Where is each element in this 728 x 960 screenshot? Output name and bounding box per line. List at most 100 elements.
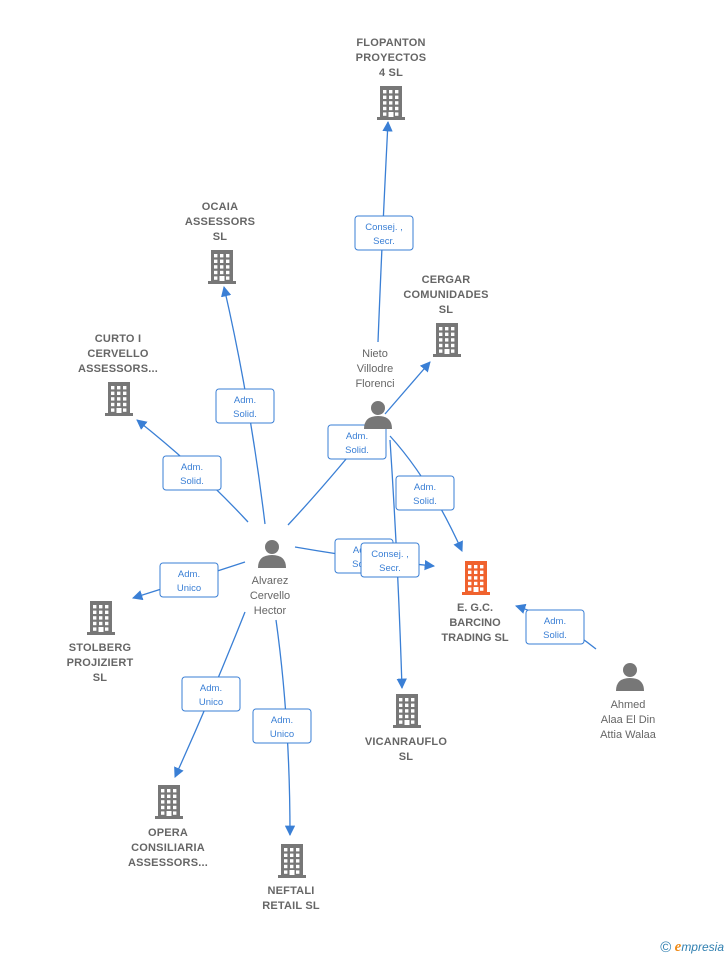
building-window xyxy=(214,254,218,258)
node-label-line: FLOPANTON xyxy=(356,37,425,49)
role-badge-alvarez-stolberg[interactable]: Adm.Unico xyxy=(159,562,219,598)
building-window xyxy=(468,587,472,591)
building-window xyxy=(383,101,387,105)
building-door xyxy=(473,587,479,592)
building-window xyxy=(111,386,115,390)
role-badge-alvarez-opera[interactable]: Adm.Unico xyxy=(181,676,241,712)
building-window xyxy=(99,610,103,614)
footer-brand[interactable]: © empresia xyxy=(660,939,724,956)
role-badge-text: Adm. xyxy=(271,715,293,726)
building-window xyxy=(167,789,171,793)
building-window xyxy=(474,565,478,569)
node-label-line: SL xyxy=(399,751,414,763)
person-icon xyxy=(258,540,286,568)
person-head xyxy=(623,663,637,677)
role-badge-text: Solid. xyxy=(180,476,204,487)
building-window xyxy=(439,343,443,348)
building-window xyxy=(173,811,177,815)
building-base xyxy=(105,413,133,416)
building-window xyxy=(173,805,177,810)
person-head xyxy=(371,401,385,415)
building-icon xyxy=(393,694,421,728)
building-window xyxy=(161,805,165,810)
role-badge-ahmed-egc[interactable]: Adm.Solid. xyxy=(525,609,585,645)
person-body xyxy=(364,416,392,429)
building-door xyxy=(444,349,450,354)
building-window xyxy=(445,343,449,348)
building-window xyxy=(123,397,127,401)
role-badge-text: Adm. xyxy=(181,462,203,473)
building-window xyxy=(480,570,484,574)
role-badge-box xyxy=(360,542,420,578)
building-window xyxy=(93,610,97,614)
building-window xyxy=(167,800,171,804)
node-label-line: STOLBERG xyxy=(69,642,132,654)
building-icon xyxy=(105,382,133,416)
building-base xyxy=(278,875,306,878)
role-badge-alvarez-curto[interactable]: Adm. Solid. xyxy=(162,455,222,491)
building-window xyxy=(411,709,415,713)
building-icon xyxy=(278,844,306,878)
building-base xyxy=(87,632,115,635)
building-window xyxy=(383,90,387,94)
role-badge-nieto-vicanrauflo[interactable]: Consej. ,Secr. xyxy=(360,542,420,578)
person-body xyxy=(258,555,286,568)
role-badge-alvarez-neftali[interactable]: Adm.Unico xyxy=(252,708,312,744)
building-window xyxy=(161,794,165,798)
building-window xyxy=(411,698,415,702)
building-window xyxy=(480,581,484,586)
role-badge-text: Unico xyxy=(177,583,201,594)
building-window xyxy=(405,714,409,719)
building-window xyxy=(167,805,171,810)
brand-logo: empresia xyxy=(674,939,724,955)
building-window xyxy=(383,112,387,116)
building-window xyxy=(123,402,127,407)
building-window xyxy=(296,870,300,874)
building-door xyxy=(404,720,410,725)
building-base xyxy=(433,354,461,357)
building-window xyxy=(173,789,177,793)
role-badge-text: Adm. xyxy=(346,431,368,442)
building-window xyxy=(383,95,387,99)
building-window xyxy=(214,276,218,280)
building-window xyxy=(399,698,403,702)
role-badge-text: Consej. , xyxy=(371,549,409,560)
role-badge-text: Solid. xyxy=(413,496,437,507)
building-icon xyxy=(155,785,183,819)
building-window xyxy=(399,709,403,713)
role-badge-nieto-egc[interactable]: Adm.Solid. xyxy=(395,475,455,511)
building-door xyxy=(289,870,295,875)
building-window xyxy=(439,349,443,353)
node-label-line: NEFTALI xyxy=(267,885,314,897)
role-badge-box xyxy=(327,424,387,460)
role-badge-nieto-flopanton[interactable]: Consej. ,Secr. xyxy=(354,215,414,251)
building-window xyxy=(411,720,415,724)
building-window xyxy=(99,605,103,609)
role-badge-text: Solid. xyxy=(345,445,369,456)
building-window xyxy=(111,402,115,407)
building-base xyxy=(462,592,490,595)
building-window xyxy=(214,265,218,269)
building-window xyxy=(123,408,127,412)
node-label-line: Alvarez xyxy=(252,575,289,587)
role-badge-alvarez-cergar[interactable]: Adm. Solid. xyxy=(327,424,387,460)
building-window xyxy=(445,327,449,331)
node-label-line: PROYECTOS xyxy=(356,52,427,64)
person-icon xyxy=(616,663,644,691)
node-label-line: Ahmed xyxy=(611,699,646,711)
building-window xyxy=(399,714,403,719)
building-window xyxy=(226,276,230,280)
role-badge-alvarez-ocaia[interactable]: Adm.Solid. xyxy=(215,388,275,424)
